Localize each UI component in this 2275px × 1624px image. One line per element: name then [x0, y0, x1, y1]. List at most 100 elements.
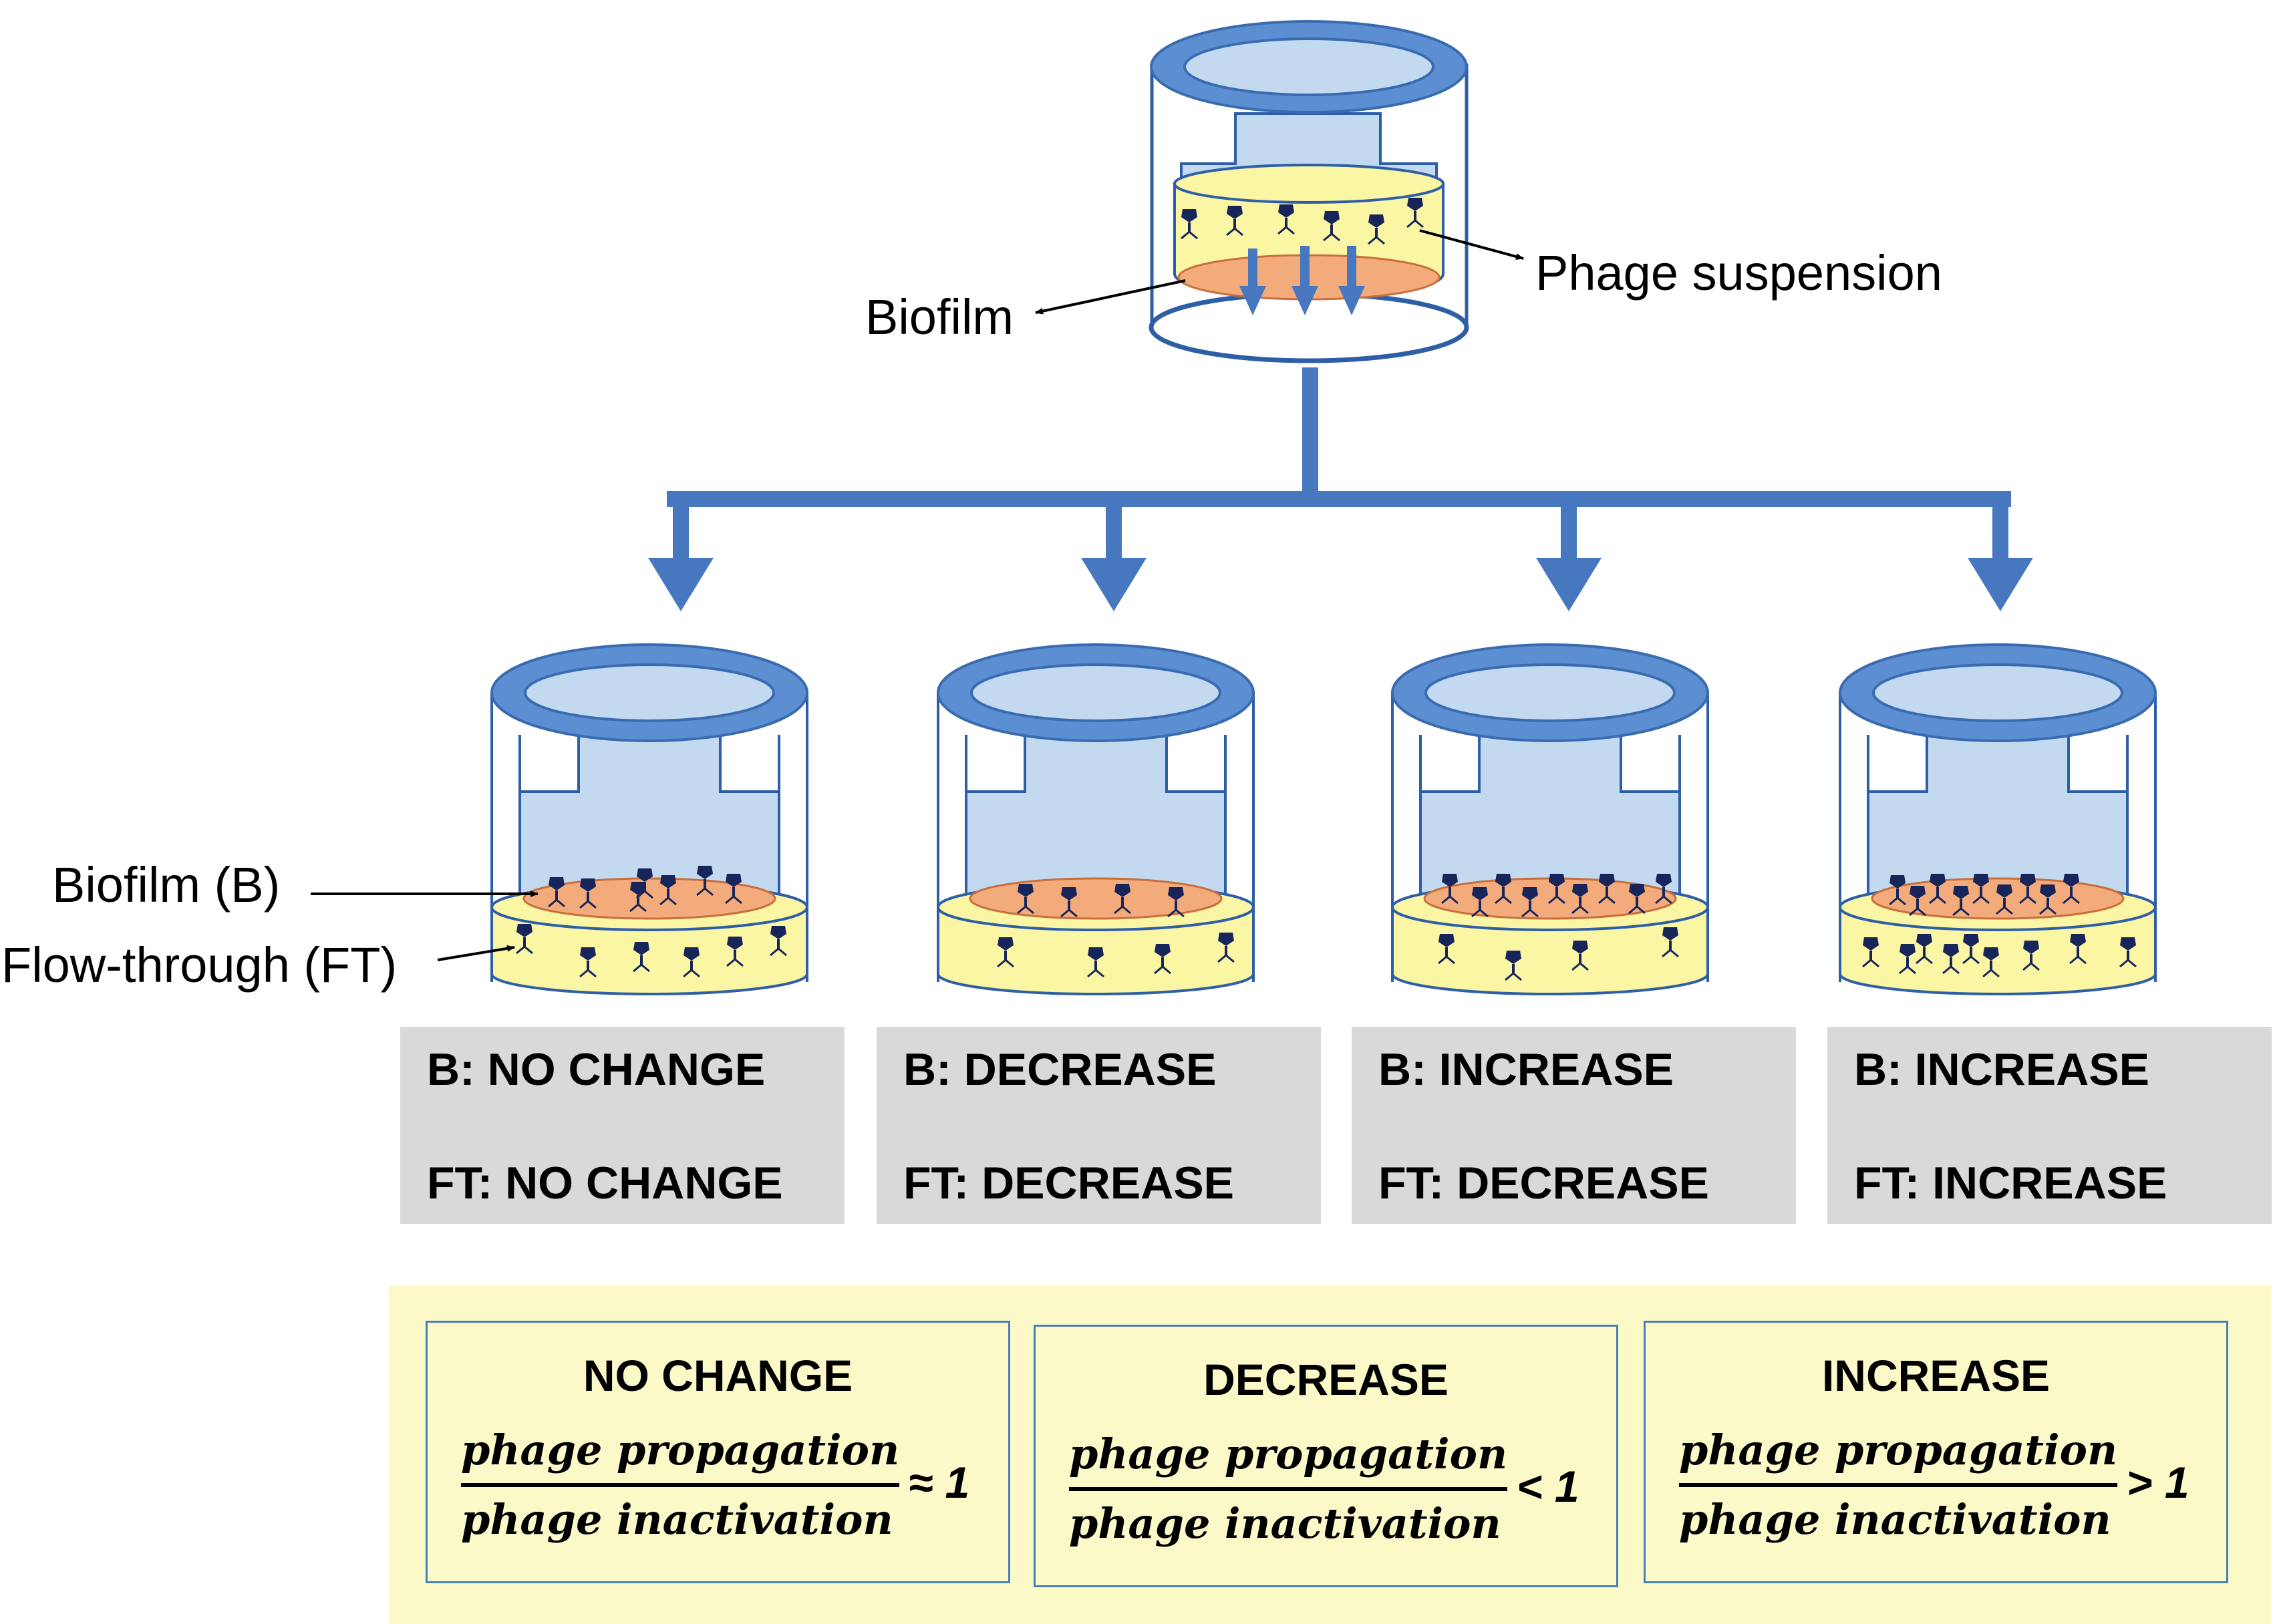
phage-icon: [1167, 887, 1185, 918]
phage-icon: [1655, 874, 1672, 905]
phage-icon: [1277, 204, 1295, 235]
legend-title: DECREASE: [1203, 1355, 1449, 1404]
result-box-1: B: NO CHANGE FT: NO CHANGE: [400, 1027, 845, 1224]
branch-connector: [648, 367, 2033, 611]
phage-icon: [516, 924, 533, 955]
phage-icon: [1889, 875, 1906, 906]
formula-denominator: phage inactivation: [1679, 1495, 2111, 1544]
phage-icon: [1505, 951, 1522, 981]
phage-icon: [1323, 211, 1340, 242]
phage-icon: [1087, 947, 1104, 978]
legend-card-no-change: NO CHANGE phage propagation phage inacti…: [426, 1321, 1010, 1583]
phage-icon: [2069, 934, 2087, 965]
biofilm-disc: [969, 877, 1223, 920]
well-vessel-1: [490, 643, 808, 995]
phage-icon: [1942, 944, 1960, 975]
vessel-opening: [1424, 663, 1676, 722]
phage-icon: [1441, 874, 1459, 905]
lower-vessels: [490, 643, 2157, 995]
phage-suspension-label: Phage suspension: [1535, 245, 1942, 301]
result-b-label: B: INCREASE: [1854, 1044, 2150, 1095]
phage-icon: [770, 926, 787, 957]
phage-icon: [548, 877, 565, 908]
vessel-opening: [524, 663, 775, 722]
phage-icon: [1982, 947, 2000, 978]
phage-icon: [1662, 927, 1679, 958]
formula-denominator: phage inactivation: [461, 1495, 893, 1544]
phage-icon: [1862, 937, 1879, 968]
phage-icon: [1996, 884, 2013, 915]
legend-card-increase: INCREASE phage propagation phage inactiv…: [1644, 1321, 2228, 1583]
phage-icon: [2119, 937, 2137, 968]
fraction-bar: [1679, 1483, 2118, 1487]
phage-icon: [725, 874, 742, 905]
phage-icon: [1548, 874, 1565, 905]
well-vessel-4: [1839, 643, 2157, 995]
result-ft-label: FT: INCREASE: [1854, 1158, 2167, 1208]
vessel-opening: [970, 663, 1221, 722]
result-b-label: B: DECREASE: [903, 1044, 1217, 1095]
phage-icon: [683, 947, 700, 978]
result-b-label: B: INCREASE: [1378, 1044, 1674, 1095]
biofilm-disc: [1871, 877, 2125, 920]
phage-icon: [659, 875, 677, 906]
ratio-relation: < 1: [1517, 1462, 1579, 1511]
phage-icon: [579, 947, 597, 978]
result-box-4: B: INCREASE FT: INCREASE: [1827, 1027, 2272, 1224]
phage-icon: [1952, 886, 1970, 917]
result-b-label: B: NO CHANGE: [427, 1044, 766, 1095]
phage-icon: [1154, 944, 1171, 975]
well-vessel-3: [1391, 643, 1709, 995]
vessel-opening: [1872, 663, 2123, 722]
phage-icon: [1899, 944, 1916, 975]
phage-icon: [1962, 934, 1980, 965]
phage-icon: [1916, 934, 1933, 965]
phage-icon: [1628, 884, 1646, 915]
ratio-formula: phage propagation phage inactivation: [461, 1426, 900, 1544]
ratio-formula: phage propagation phage inactivation: [1679, 1426, 2118, 1544]
ratio-relation: > 1: [2127, 1458, 2189, 1507]
phage-icon: [579, 878, 597, 909]
phage-icon: [726, 937, 744, 967]
phage-icon: [2063, 874, 2080, 905]
legend-panel: NO CHANGE phage propagation phage inacti…: [389, 1286, 2272, 1624]
legend-title: INCREASE: [1821, 1351, 2051, 1400]
ratio-relation: ≈ 1: [909, 1458, 970, 1507]
phage-icon: [1181, 209, 1198, 240]
fraction-bar: [461, 1483, 900, 1487]
phage-icon: [1471, 887, 1489, 918]
phage-icon: [1598, 874, 1616, 905]
phage-icon: [1571, 884, 1589, 915]
phage-icon: [636, 868, 653, 899]
phage-icon: [1217, 933, 1235, 963]
phage-icon: [1226, 206, 1243, 236]
formula-numerator: phage propagation: [1679, 1426, 2118, 1474]
formula-numerator: phage propagation: [1069, 1430, 1508, 1478]
phage-icon: [1438, 934, 1455, 965]
suspension-callout-line: [1419, 229, 1524, 260]
phage-icon: [1495, 874, 1512, 905]
result-ft-label: FT: DECREASE: [903, 1158, 1234, 1208]
formula-numerator: phage propagation: [461, 1426, 900, 1474]
phage-icon: [1114, 884, 1131, 915]
fraction-bar: [1069, 1487, 1508, 1491]
flow-through-callout-line: [437, 945, 515, 961]
phage-icon: [1909, 886, 1926, 917]
result-box-3: B: INCREASE FT: DECREASE: [1352, 1027, 1796, 1224]
phage-icon: [629, 882, 647, 913]
phage-icon: [2022, 941, 2040, 971]
phage-icon: [1406, 198, 1424, 228]
ratio-formula: phage propagation phage inactivation: [1069, 1430, 1508, 1548]
biofilm-b-label: Biofilm (B): [52, 857, 281, 913]
flow-arrows: [1239, 246, 1365, 315]
biofilm-label: Biofilm: [865, 289, 1014, 345]
result-ft-label: FT: NO CHANGE: [427, 1158, 783, 1208]
suspension-top: [1173, 164, 1445, 204]
formula-denominator: phage inactivation: [1069, 1499, 1501, 1548]
phage-icon: [1929, 874, 1946, 905]
phage-icon: [1571, 941, 1589, 971]
phage-icon: [1060, 887, 1078, 918]
phage-icon: [1368, 214, 1385, 245]
phage-icon: [997, 937, 1014, 968]
